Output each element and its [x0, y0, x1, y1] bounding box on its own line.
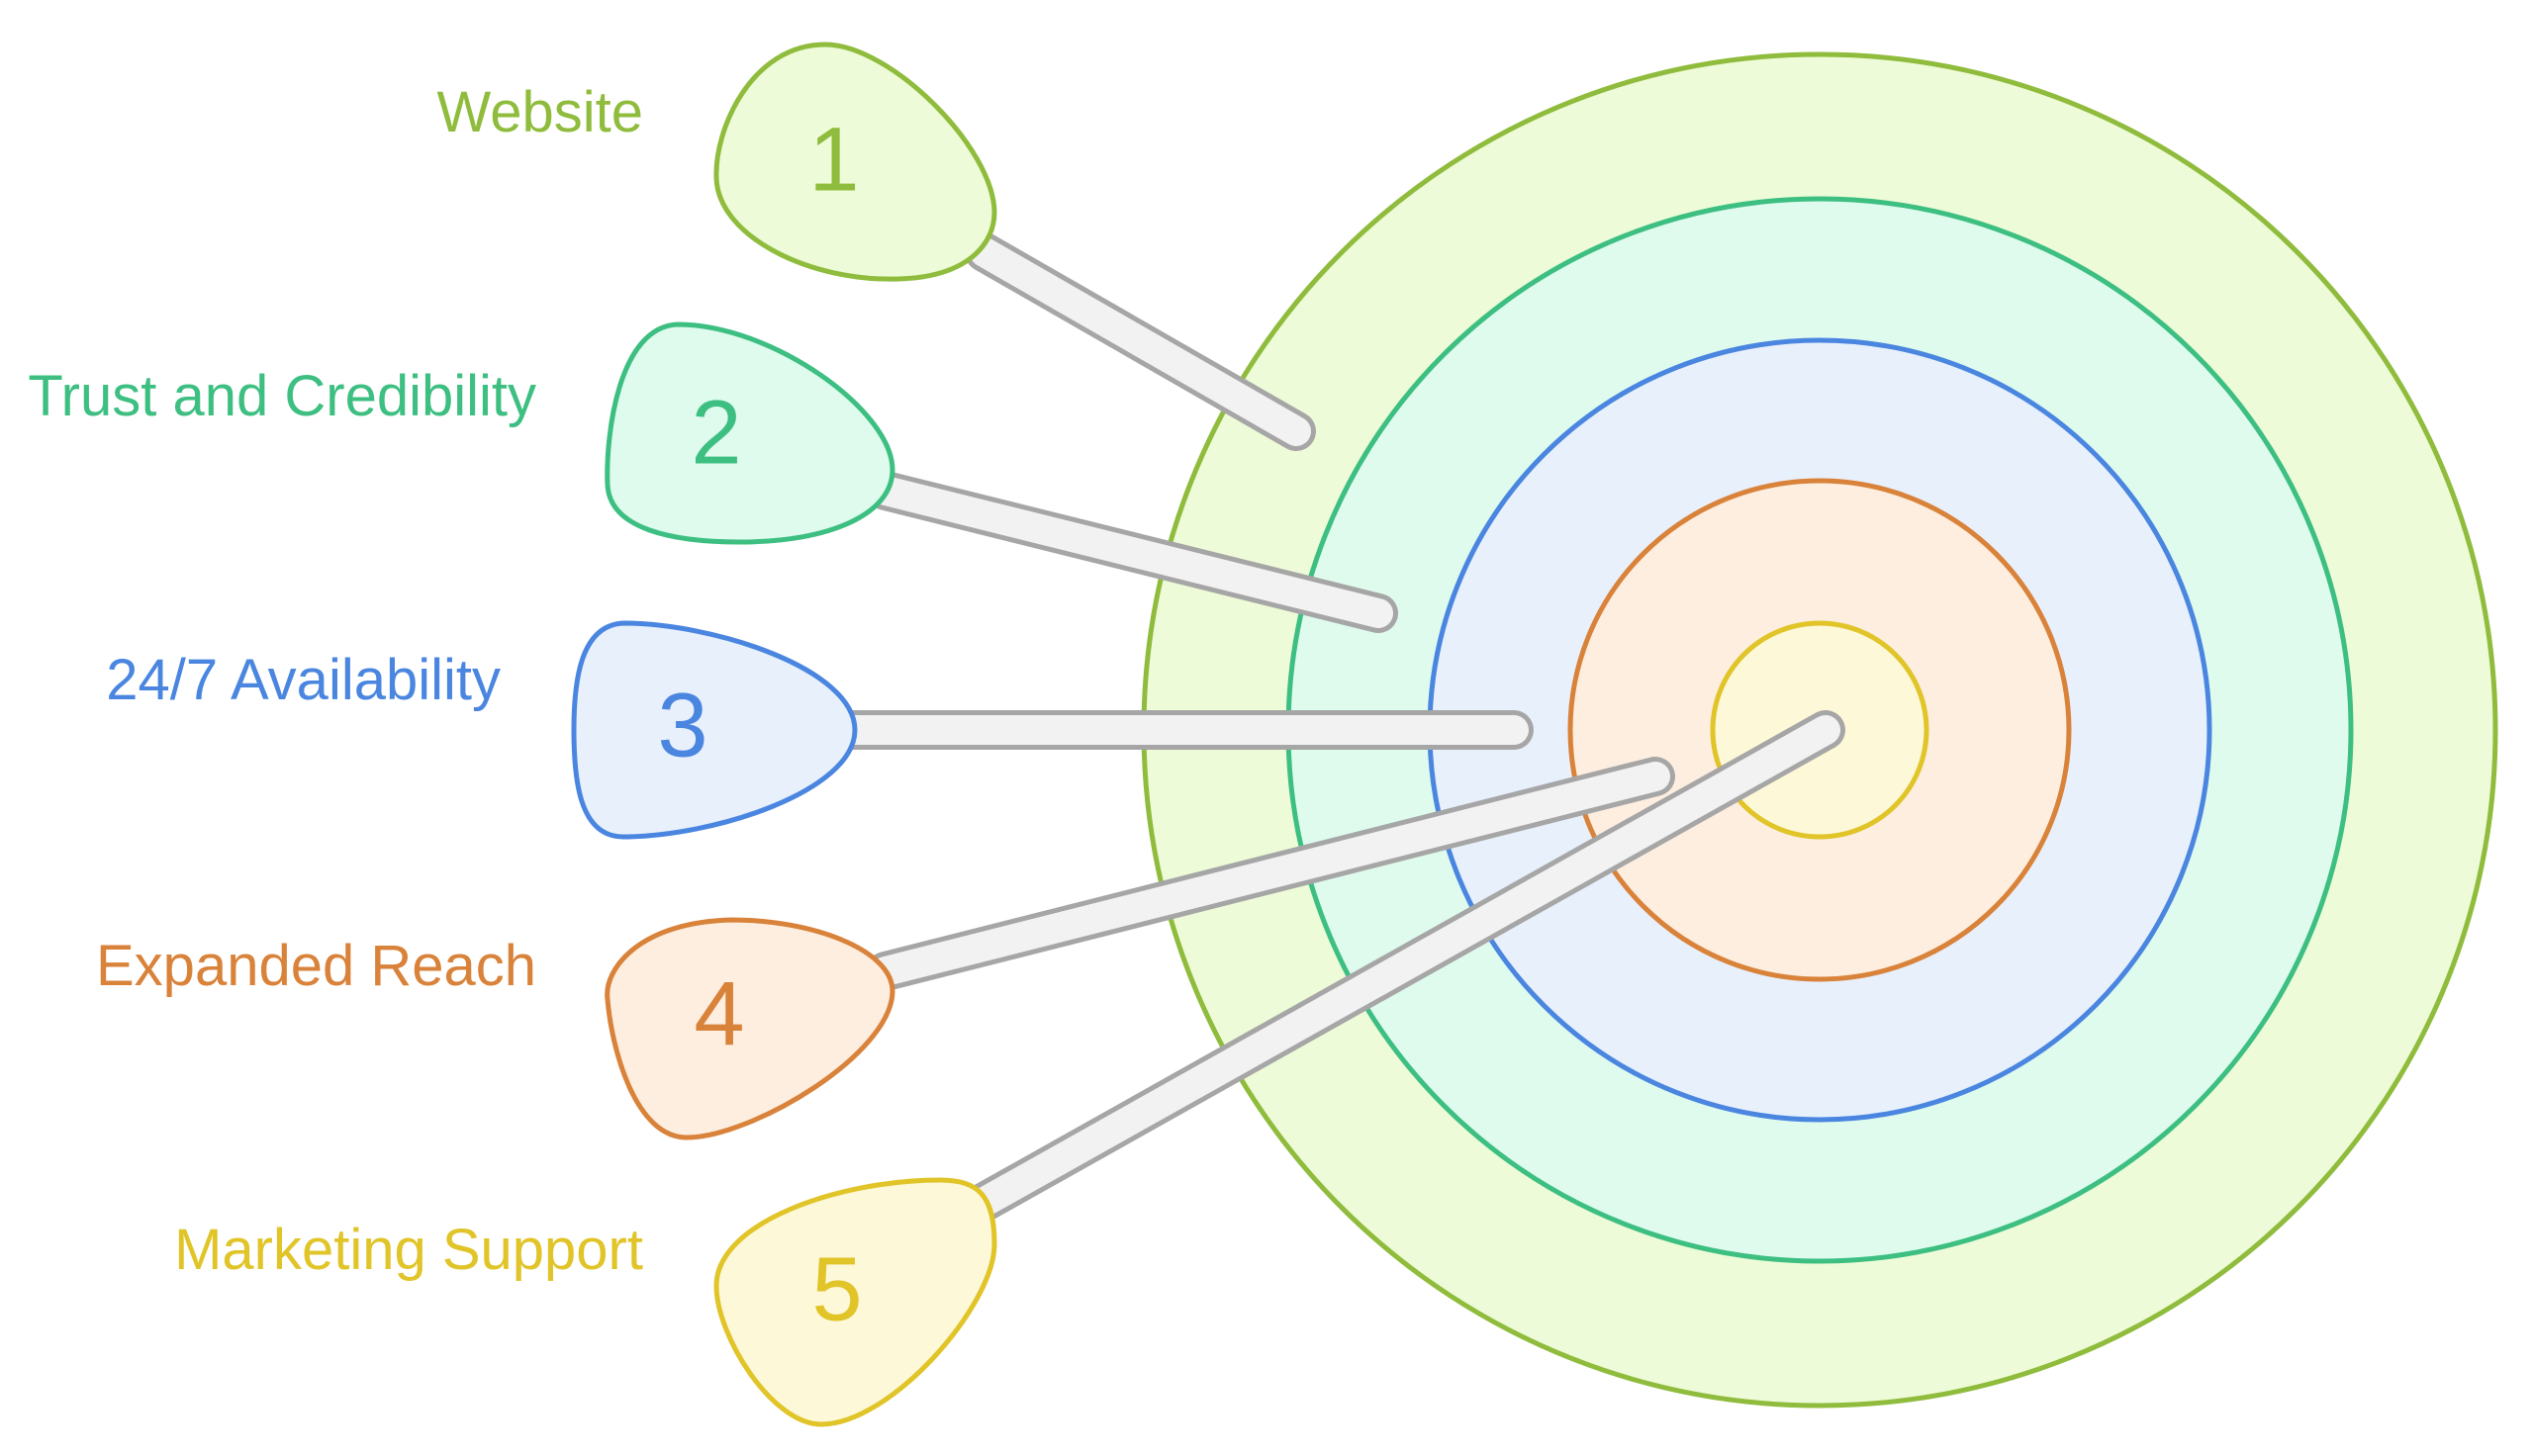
label-website: Website — [437, 80, 643, 144]
dart-number-2: 2 — [691, 382, 741, 483]
dart-head-5 — [713, 1177, 997, 1427]
label-expanded-reach: Expanded Reach — [96, 934, 536, 998]
dart-shafts — [826, 232, 1845, 1225]
item-labels: Website Trust and Credibility 24/7 Avail… — [28, 80, 643, 1282]
dart-number-5: 5 — [811, 1238, 862, 1339]
label-marketing-support: Marketing Support — [174, 1218, 643, 1282]
dart-number-1: 1 — [808, 109, 859, 210]
dart-number-4: 4 — [694, 963, 744, 1064]
dart-head-2 — [605, 321, 895, 545]
dart-head-1 — [713, 42, 997, 282]
dart-head-4 — [605, 917, 895, 1140]
dart-numbers: 1 2 3 4 5 — [657, 109, 862, 1339]
label-trust-and-credibility: Trust and Credibility — [28, 364, 536, 428]
label-24-7-availability: 24/7 Availability — [106, 648, 501, 712]
dart-head-3 — [571, 620, 858, 840]
dart-number-3: 3 — [657, 675, 707, 775]
dart-heads — [571, 42, 997, 1427]
